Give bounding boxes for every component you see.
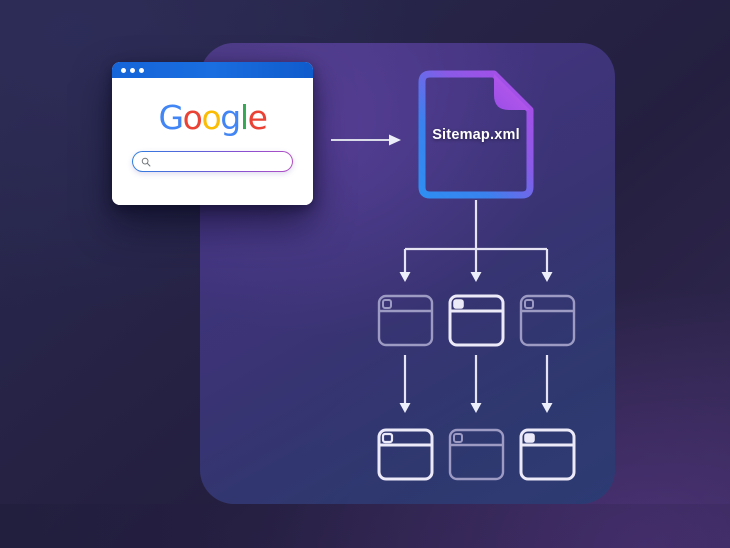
page-node-2[interactable] (448, 294, 505, 347)
arrowhead-right-2 (541, 403, 553, 413)
file-label: Sitemap.xml (432, 126, 520, 143)
browser-titlebar (112, 62, 313, 78)
window-maximize-dot[interactable] (139, 67, 144, 73)
browser-content: Google (112, 78, 313, 205)
arrowhead-right (541, 272, 553, 282)
page-node-1[interactable] (377, 294, 434, 347)
arrowhead-left (399, 272, 411, 282)
page-node-6[interactable] (519, 428, 576, 481)
page-node-row-2 (377, 428, 576, 481)
logo-letter-o1: o (182, 98, 203, 137)
sitemap-file-icon[interactable] (414, 68, 538, 201)
tree-connector-top (399, 200, 553, 282)
window-minimize-dot[interactable] (130, 67, 135, 73)
page-node-4[interactable] (377, 428, 434, 481)
search-icon (142, 157, 151, 166)
bottom-gradient-strip (0, 504, 730, 548)
arrowhead-center-2 (470, 403, 482, 413)
arrowhead-left-2 (399, 403, 411, 413)
logo-letter-e: e (247, 98, 268, 137)
page-node-row-1 (377, 294, 576, 347)
arrow-browser-to-file (331, 134, 401, 146)
logo-letter-g1: G (158, 98, 184, 137)
page-node-3[interactable] (519, 294, 576, 347)
logo-letter-o2: o (201, 98, 221, 137)
logo-letter-l: l (239, 98, 249, 137)
logo-letter-g2: g (220, 98, 241, 137)
tree-connector-mid (399, 355, 553, 413)
google-logo: Google (158, 98, 268, 137)
search-bar[interactable] (132, 151, 293, 172)
arrowhead-center (470, 272, 482, 282)
search-bar-inner[interactable] (133, 152, 292, 171)
window-close-dot[interactable] (121, 67, 126, 73)
page-node-5[interactable] (448, 428, 505, 481)
google-browser-window[interactable]: Google (112, 62, 313, 205)
